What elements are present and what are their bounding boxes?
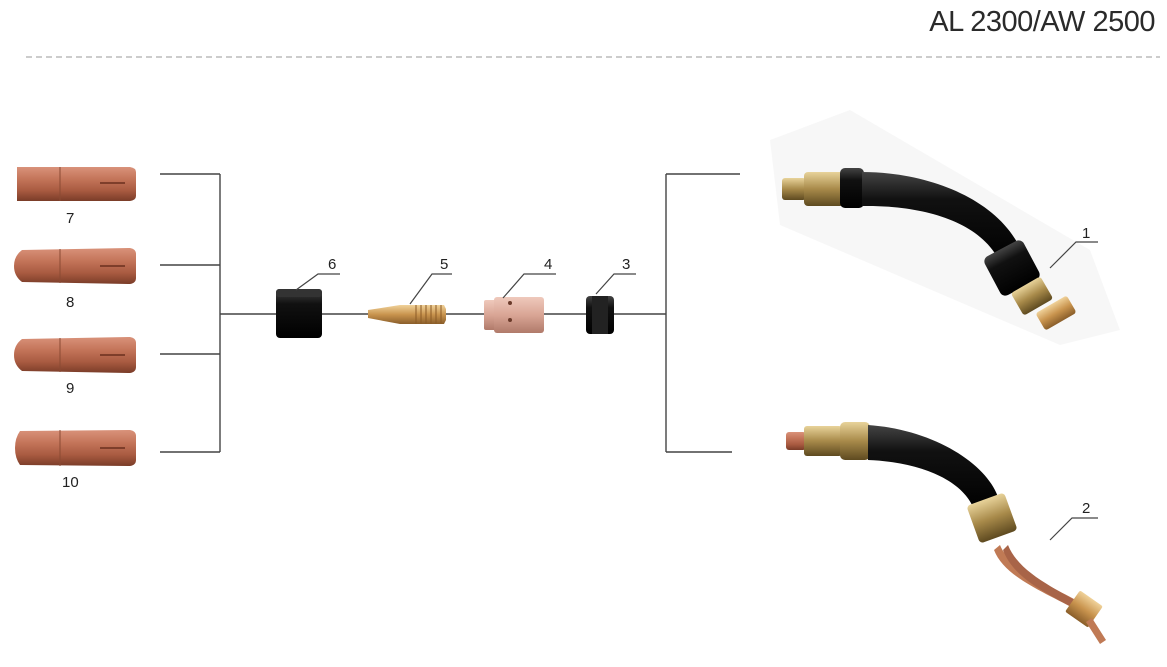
part-label-5: 5 <box>440 256 449 273</box>
gas-diffuser-3 <box>586 296 614 334</box>
torch-neck-1 <box>770 110 1120 345</box>
part-label-7: 7 <box>66 210 75 227</box>
part-label-6: 6 <box>328 256 337 273</box>
model-title: AL 2300/AW 2500 <box>929 6 1155 38</box>
nozzle-10 <box>15 430 136 466</box>
leader-lines <box>295 241 1098 541</box>
part-label-3: 3 <box>622 256 631 273</box>
nozzle-7 <box>17 167 136 201</box>
tip-holder-4 <box>484 297 544 333</box>
part-label-10: 10 <box>62 474 79 491</box>
part-label-2: 2 <box>1082 500 1091 517</box>
contact-tip-5 <box>368 305 446 324</box>
connector-lines <box>160 173 740 453</box>
part-label-8: 8 <box>66 294 75 311</box>
nozzle-8 <box>14 248 136 284</box>
part-label-4: 4 <box>544 256 553 273</box>
nozzle-9 <box>14 337 136 373</box>
part-label-1: 1 <box>1082 225 1091 242</box>
torch-neck-2 <box>786 422 1106 644</box>
insulator-6 <box>276 289 322 338</box>
part-label-9: 9 <box>66 380 75 397</box>
